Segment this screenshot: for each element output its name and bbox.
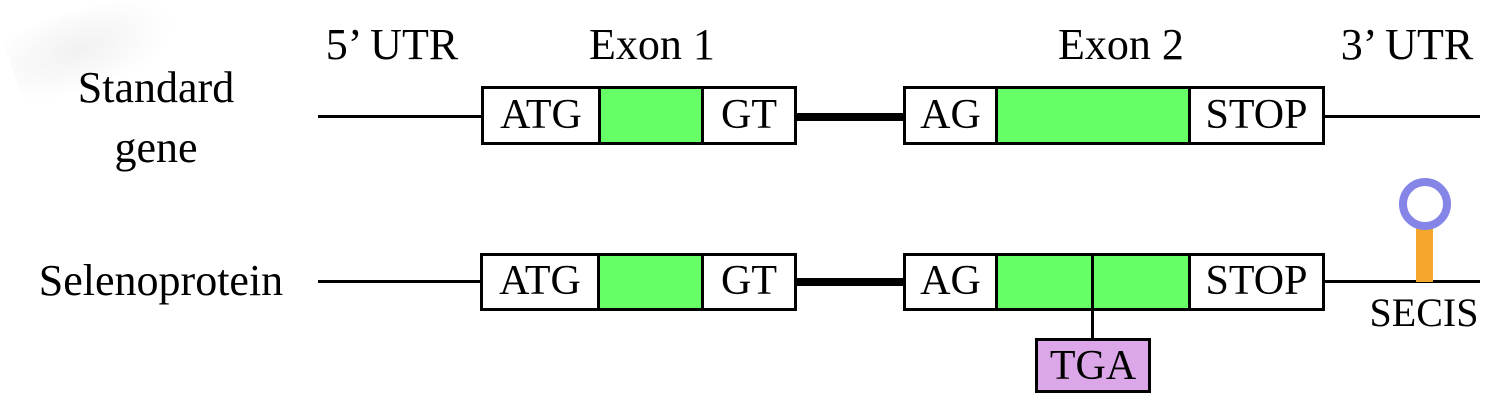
label-exon-2: Exon 2 <box>1058 20 1184 69</box>
standard-gt-cell: GT <box>721 91 777 138</box>
standard-stop-cell: STOP <box>1205 91 1308 138</box>
standard-ag-cell: AG <box>920 91 981 138</box>
selenoprotein-exon2-box: AG STOP <box>903 253 1325 311</box>
standard-exon1-coding-region <box>598 89 704 142</box>
label-exon-1: Exon 1 <box>589 20 715 69</box>
row-label-standard-gene: Standard gene <box>36 58 276 178</box>
selenoprotein-ag-cell: AG <box>920 258 981 304</box>
selenoprotein-3utr-line <box>1323 280 1480 283</box>
secis-hairpin-loop-icon <box>1399 178 1451 230</box>
label-5-utr: 5’ UTR <box>325 20 459 69</box>
selenoprotein-5utr-line <box>318 280 481 283</box>
selenoprotein-intron-line <box>795 278 905 286</box>
standard-5utr-line <box>318 115 482 118</box>
standard-exon1-box: ATG GT <box>481 86 797 145</box>
row-label-standard-line2: gene <box>114 123 198 172</box>
standard-exon2-box: AG STOP <box>903 86 1325 145</box>
standard-3utr-line <box>1323 115 1480 118</box>
secis-label: SECIS <box>1369 290 1479 335</box>
standard-intron-line <box>795 113 905 121</box>
selenoprotein-stop-cell: STOP <box>1205 258 1308 304</box>
selenoprotein-atg-cell: ATG <box>499 258 581 304</box>
tga-callout-box: TGA <box>1035 338 1151 393</box>
selenoprotein-exon1-box: ATG GT <box>480 253 797 311</box>
secis-stem <box>1416 228 1433 282</box>
selenoprotein-gt-cell: GT <box>721 258 777 304</box>
row-label-selenoprotein: Selenoprotein <box>38 256 284 305</box>
sec-codon-position-divider <box>1091 256 1094 308</box>
exon2-coding-left-half <box>998 256 1091 308</box>
tga-connector-line <box>1091 309 1094 338</box>
row-label-standard-line1: Standard <box>77 63 235 112</box>
standard-atg-cell: ATG <box>500 91 582 138</box>
label-3-utr: 3’ UTR <box>1340 20 1474 69</box>
selenoprotein-exon1-coding-region <box>597 256 704 308</box>
standard-exon2-coding-region <box>995 89 1191 142</box>
exon2-coding-right-half <box>1094 256 1188 308</box>
selenoprotein-exon2-coding-region <box>995 256 1191 308</box>
